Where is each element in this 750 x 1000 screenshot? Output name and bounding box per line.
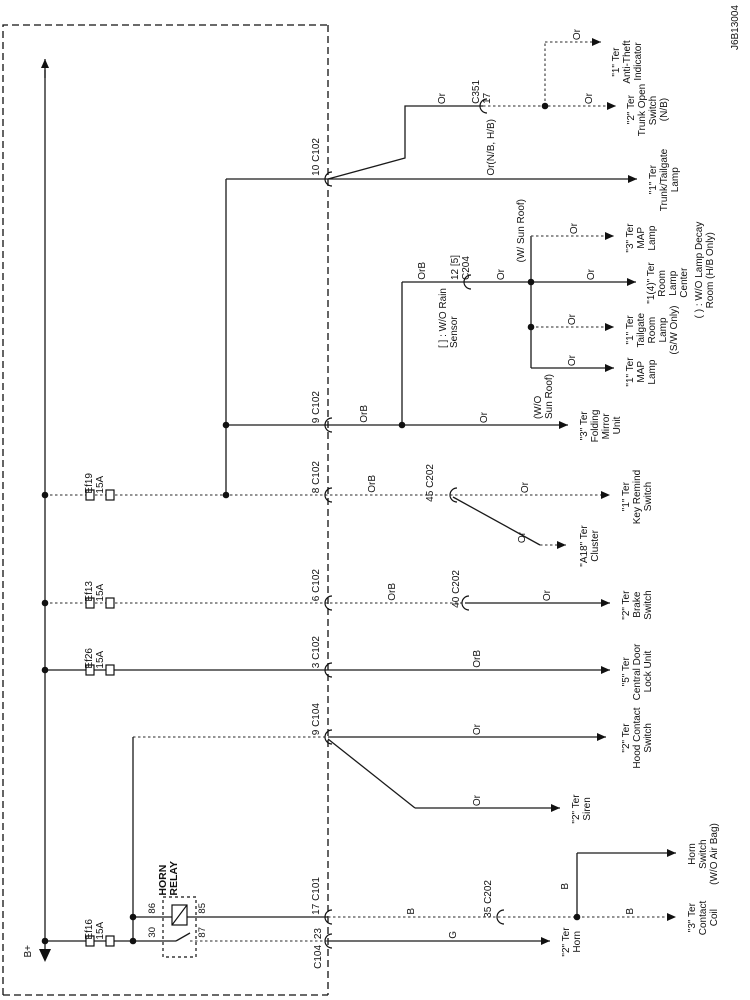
endpoint-anti-theft-indicator: "1" Ter Anti-Theft Indicator [611, 40, 644, 84]
wire-label-or: Or [472, 794, 483, 806]
connector-8-c102: 8 C102 [311, 460, 322, 493]
wire-label-g: G [448, 931, 459, 939]
endpoint-brake-switch: "2" Ter Brake Switch [621, 590, 654, 620]
endpoint-map-lamp-1: "1" Ter MAP Lamp [625, 357, 658, 387]
connector-17-c101: 17 C101 [311, 877, 322, 915]
wire-label-or: Or [479, 411, 490, 423]
wire-label-orb: OrB [387, 583, 398, 601]
wire-label-or: Or [569, 222, 580, 234]
relay-pin-86: 86 [147, 903, 158, 914]
connector-10-c102: 10 C102 [311, 138, 322, 176]
wire-label-orb: OrB [472, 650, 483, 668]
connector-9-c102: 9 C102 [311, 390, 322, 423]
fuse-ef26-label: Ef26 15A [84, 648, 106, 669]
b-plus-label: B+ [23, 945, 34, 958]
wire-label-or: Or [586, 268, 597, 280]
junction-dots [41, 102, 581, 945]
document-code: J6B13004 [730, 5, 741, 51]
connector-9-c104: 9 C104 [311, 702, 322, 735]
endpoint-tailgate-room-lamp: "1" Ter Tailgate Room Lamp (S/W Only) [625, 305, 680, 355]
endpoint-horn-switch: Horn Switch (W/O Air Bag) [687, 823, 720, 885]
connector-c104-name: C104 [313, 945, 324, 969]
connector-6-c102: 6 C102 [311, 568, 322, 601]
endpoint-contact-coil: "3" Ter Contact Coil [687, 900, 720, 936]
wire-label-or: Or [542, 589, 553, 601]
wire-label-orb: OrB [417, 262, 428, 280]
endpoint-siren: "2" Ter Siren [571, 794, 593, 824]
fuse-block-border [2, 24, 329, 996]
relay-pin-30: 30 [147, 927, 158, 938]
connector-45-c202: 45 C202 [425, 464, 436, 502]
endpoint-trunk-open-switch: "2" Ter Trunk Open Switch (N/B) [626, 83, 670, 137]
wire-label-or: Or [496, 268, 507, 280]
endpoint-room-lamp-center: "1(4)" Ter Room Lamp Center [646, 262, 690, 304]
note-with-sunroof: (W/ Sun Roof) [516, 198, 527, 262]
note-rain-sensor: [ ] : W/O Rain Sensor [438, 288, 460, 349]
note-without-sunroof: (W/O Sun Roof) [533, 374, 555, 420]
fuse-ef13-label: Ef13 15A [84, 581, 106, 602]
connector-c351: C351 17 [471, 80, 493, 104]
wire-label-b: B [560, 883, 571, 890]
wire-label-orb: OrB [359, 405, 370, 423]
wire-label-or: Or [572, 28, 583, 40]
wires [41, 38, 676, 950]
relay-pin-85: 85 [197, 903, 208, 914]
wire-label-b: B [625, 908, 636, 915]
endpoint-folding-mirror-unit: "3" Ter Folding Mirror Unit [579, 409, 623, 443]
endpoint-trunk-tailgate-lamp: "1" Ter Trunk/Tailgate Lamp [648, 148, 681, 212]
wire-label-or: Or [472, 723, 483, 735]
note-lamp-decay: ( ) : W/O Lamp Decay Room (H/B Only) [694, 221, 716, 319]
wire-label-or: Or [584, 92, 595, 104]
endpoint-key-remind-switch: "1" Ter Key Remind Switch [621, 469, 654, 525]
fuse-ef19-label: Ef19 15A [84, 473, 106, 494]
endpoint-hood-contact-switch: "2" Ter Hood Contact Switch [621, 707, 654, 769]
wire-label-b: B [406, 908, 417, 915]
wire-label-or: Or [567, 313, 578, 325]
endpoint-cluster: "A18" Ter Cluster [579, 525, 601, 567]
wire-label-or: Or [567, 354, 578, 366]
connector-c204: 12 [5] C204 [450, 254, 472, 280]
horn-relay-symbol [162, 896, 197, 958]
b-plus-terminal [39, 949, 51, 962]
endpoint-horn: "2" Ter Horn [561, 927, 583, 957]
wire-label-or: Or [517, 531, 528, 543]
horn-relay-title: HORN RELAY [157, 861, 180, 896]
relay-pin-87: 87 [197, 927, 208, 938]
fuse-symbols [85, 489, 115, 947]
wire-label-or: Or [520, 481, 531, 493]
connector-40-c202: 40 C202 [451, 570, 462, 608]
wire-label-or-nb-hb: Or(N/B, H/B) [486, 119, 497, 176]
connector-3-c102: 3 C102 [311, 635, 322, 668]
wire-label-orb: OrB [367, 475, 378, 493]
fuse-ef16-label: Ef16 15A [84, 919, 106, 940]
wire-label-or: Or [437, 92, 448, 104]
connector-35-c202: 35 C202 [483, 880, 494, 918]
connector-symbols [324, 98, 505, 949]
endpoint-central-door-lock-unit: "5" Ter Central Door Lock Unit [621, 643, 654, 701]
connector-23-pin: 23 [313, 927, 324, 939]
endpoint-map-lamp-3: "3" Ter MAP Lamp [625, 223, 658, 253]
